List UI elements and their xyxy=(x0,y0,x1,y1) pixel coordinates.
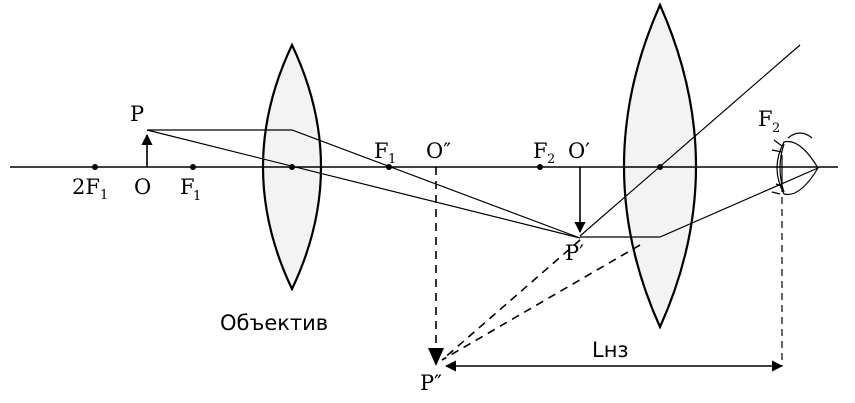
point-f1-right xyxy=(386,164,392,170)
ray-parallel-objective xyxy=(147,129,581,239)
eye-icon xyxy=(771,132,819,196)
point-eyepiece-center xyxy=(657,164,663,170)
label-p: P xyxy=(130,102,144,126)
virtual-ray-parallel xyxy=(441,244,641,361)
ray-center-objective xyxy=(146,129,581,239)
label-f1-left: F xyxy=(180,175,195,199)
label-objective: Объектив xyxy=(220,311,328,335)
label-o-double-prime: O″ xyxy=(426,139,451,163)
virtual-ray-center xyxy=(441,239,581,361)
ray-through-eyepiece-center xyxy=(579,44,801,237)
label-o-prime: O′ xyxy=(568,139,590,163)
point-f1-left xyxy=(190,164,196,170)
virtual-image-arrowhead xyxy=(428,348,444,366)
label-f2-eye-sub: 2 xyxy=(772,121,780,136)
label-distance: Lнз xyxy=(592,338,629,362)
label-2f1: 2F xyxy=(72,175,100,199)
ray-parallel-eyepiece xyxy=(580,167,819,238)
label-o: O xyxy=(134,175,151,199)
label-f1-left-sub: 1 xyxy=(193,189,201,204)
label-f1-right: F xyxy=(374,139,389,163)
point-objective-center xyxy=(289,164,295,170)
label-p-double-prime: P″ xyxy=(420,371,442,395)
label-2f1-sub: 1 xyxy=(100,188,108,203)
label-p-prime: P′ xyxy=(565,241,584,265)
label-f2-mid: F xyxy=(533,139,548,163)
point-f2-mid xyxy=(537,164,543,170)
label-f2-mid-sub: 2 xyxy=(547,152,555,167)
label-f1-right-sub: 1 xyxy=(388,152,396,167)
point-2f1 xyxy=(92,164,98,170)
label-f2-eye: F xyxy=(758,107,773,131)
